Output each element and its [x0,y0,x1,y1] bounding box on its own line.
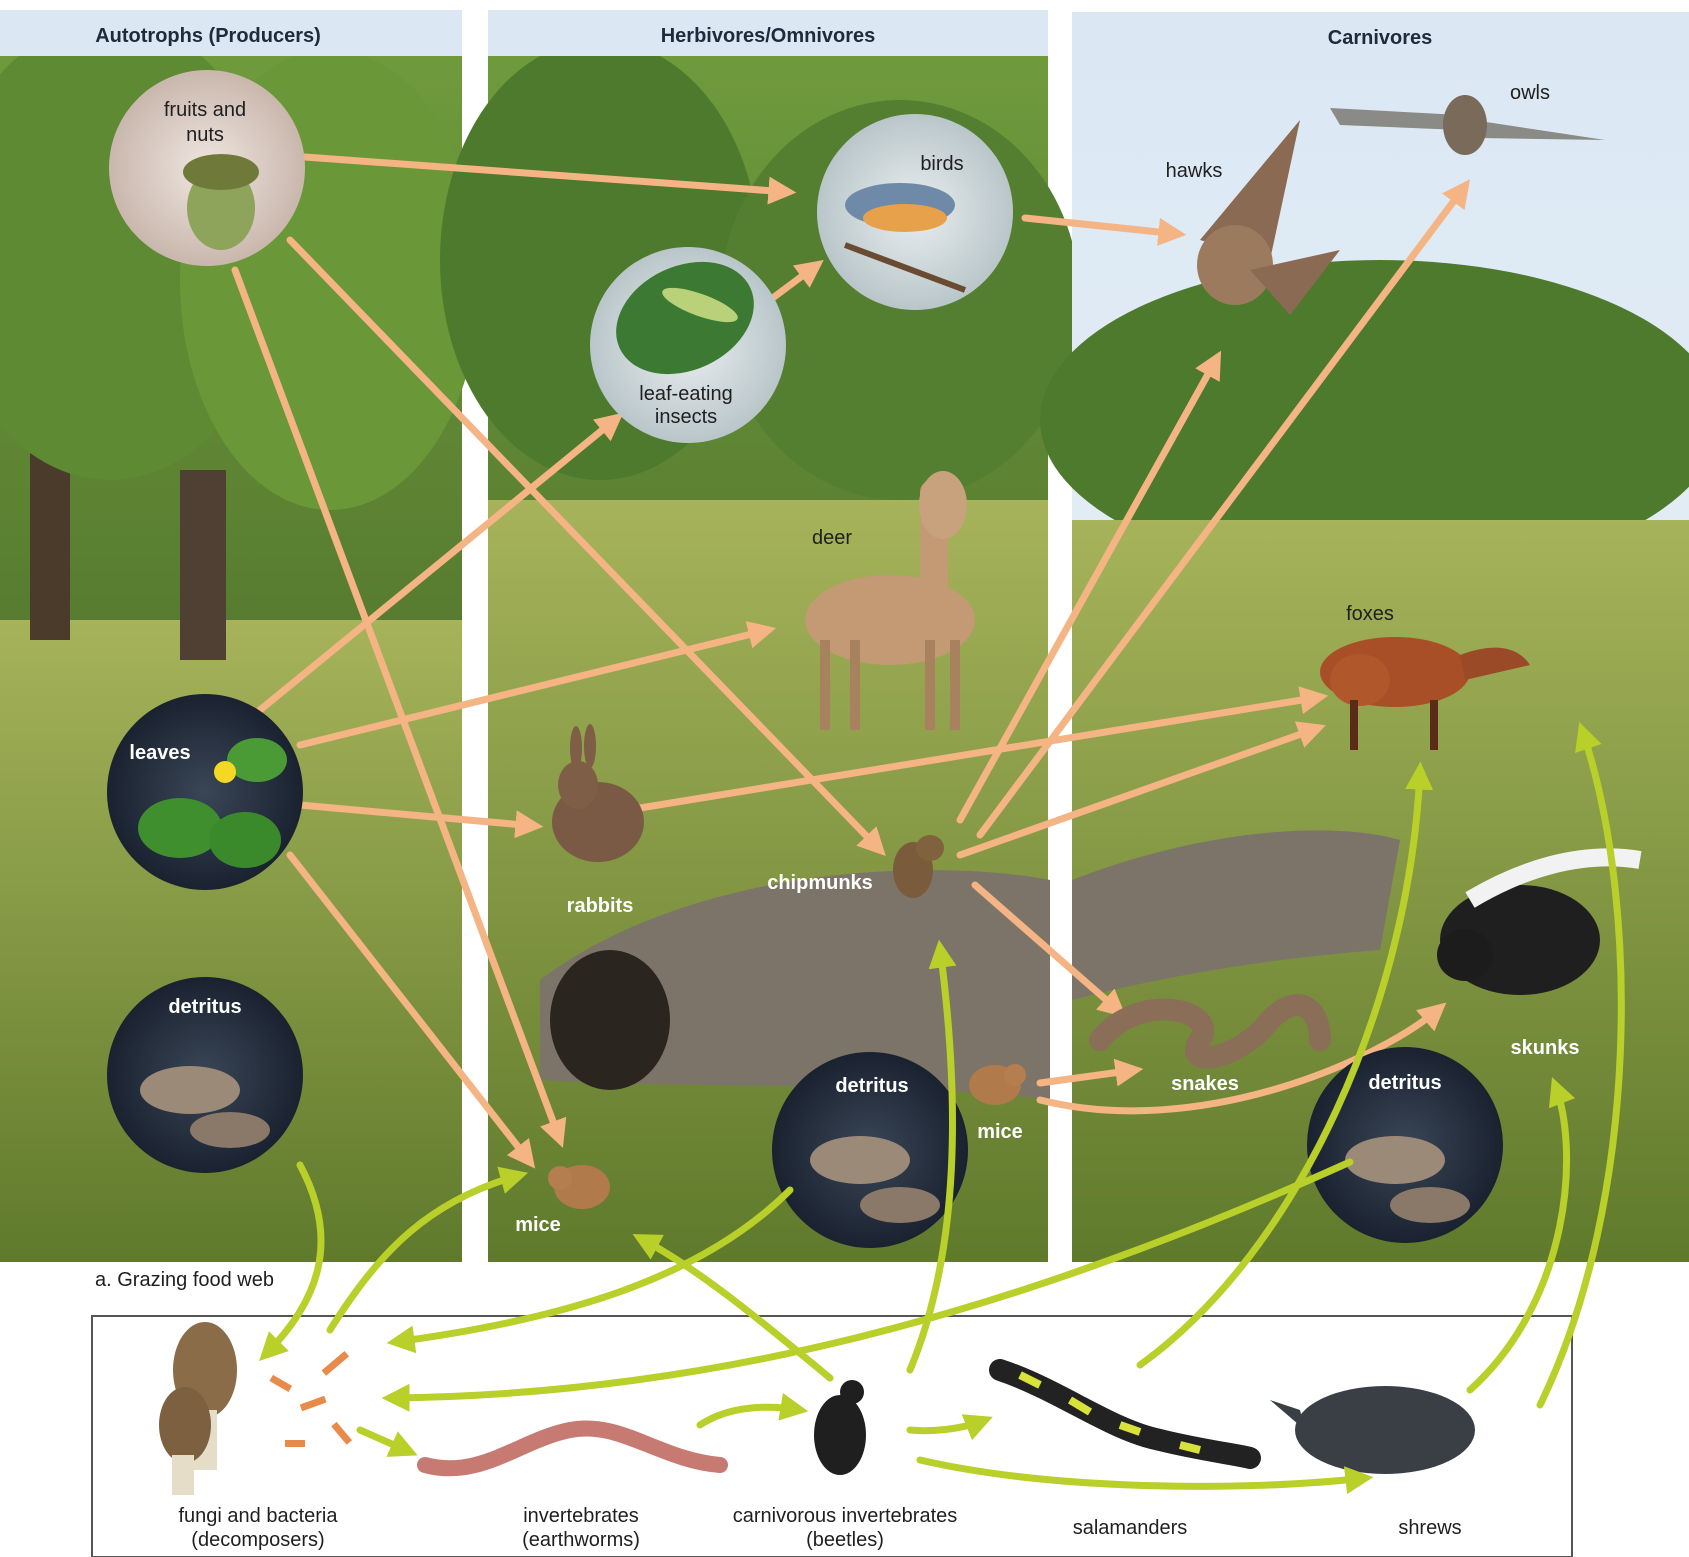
salamanders-label: salamanders [1073,1517,1188,1539]
node-detritus-mid: detritus [772,1052,968,1248]
birds-label: birds [920,153,963,175]
earthworms-label-2: (earthworms) [522,1529,640,1551]
flower-icon [214,761,236,783]
beetle-icon [814,1395,866,1475]
leaf-insects-label-1: leaf-eating [639,383,732,405]
chipmunks-label: chipmunks [767,872,873,894]
snakes-label: snakes [1171,1073,1239,1095]
header-autotrophs: Autotrophs (Producers) [95,25,321,47]
mice-right-label: mice [977,1121,1023,1143]
shrews-label: shrews [1398,1517,1461,1539]
deer-label: deer [812,527,852,549]
beetles-label-1: carnivorous invertebrates [733,1505,958,1527]
node-detritus-left: detritus [107,977,303,1173]
deer-icon [805,575,975,665]
mice-left-label: mice [515,1214,561,1236]
detrital-web-box: fungi and bacteria (decomposers) inverte… [92,1316,1572,1557]
leaves-label: leaves [129,742,190,764]
caption: a. Grazing food web [95,1269,274,1291]
node-fruits-nuts: fruits and nuts [109,70,305,266]
detritus-right-label: detritus [1368,1072,1441,1094]
owls-label: owls [1510,82,1550,104]
node-leaves: leaves [107,694,303,890]
header-carnivores: Carnivores [1328,27,1433,49]
fruits-nuts-label-2: nuts [186,124,224,146]
fungi-label-1: fungi and bacteria [178,1505,338,1527]
detritus-left-label: detritus [168,996,241,1018]
beetles-label-2: (beetles) [806,1529,884,1551]
fruits-nuts-label-1: fruits and [164,99,246,121]
dead-leaf-icon [810,1136,910,1184]
header-herbivores: Herbivores/Omnivores [661,25,876,47]
dead-leaf-icon [140,1066,240,1114]
skunks-label: skunks [1511,1037,1580,1059]
foxes-label: foxes [1346,603,1394,625]
node-detritus-right: detritus [1307,1047,1503,1243]
earthworms-label-1: invertebrates [523,1505,639,1527]
leaf-icon [138,798,222,858]
dead-leaf-icon [1345,1136,1445,1184]
node-birds: birds [817,114,1013,310]
rabbits-label: rabbits [567,895,634,917]
detritus-mid-label: detritus [835,1075,908,1097]
fungi-label-2: (decomposers) [191,1529,324,1551]
hawks-label: hawks [1166,160,1223,182]
shrew-icon [1295,1386,1475,1474]
leaf-insects-label-2: insects [655,406,717,428]
